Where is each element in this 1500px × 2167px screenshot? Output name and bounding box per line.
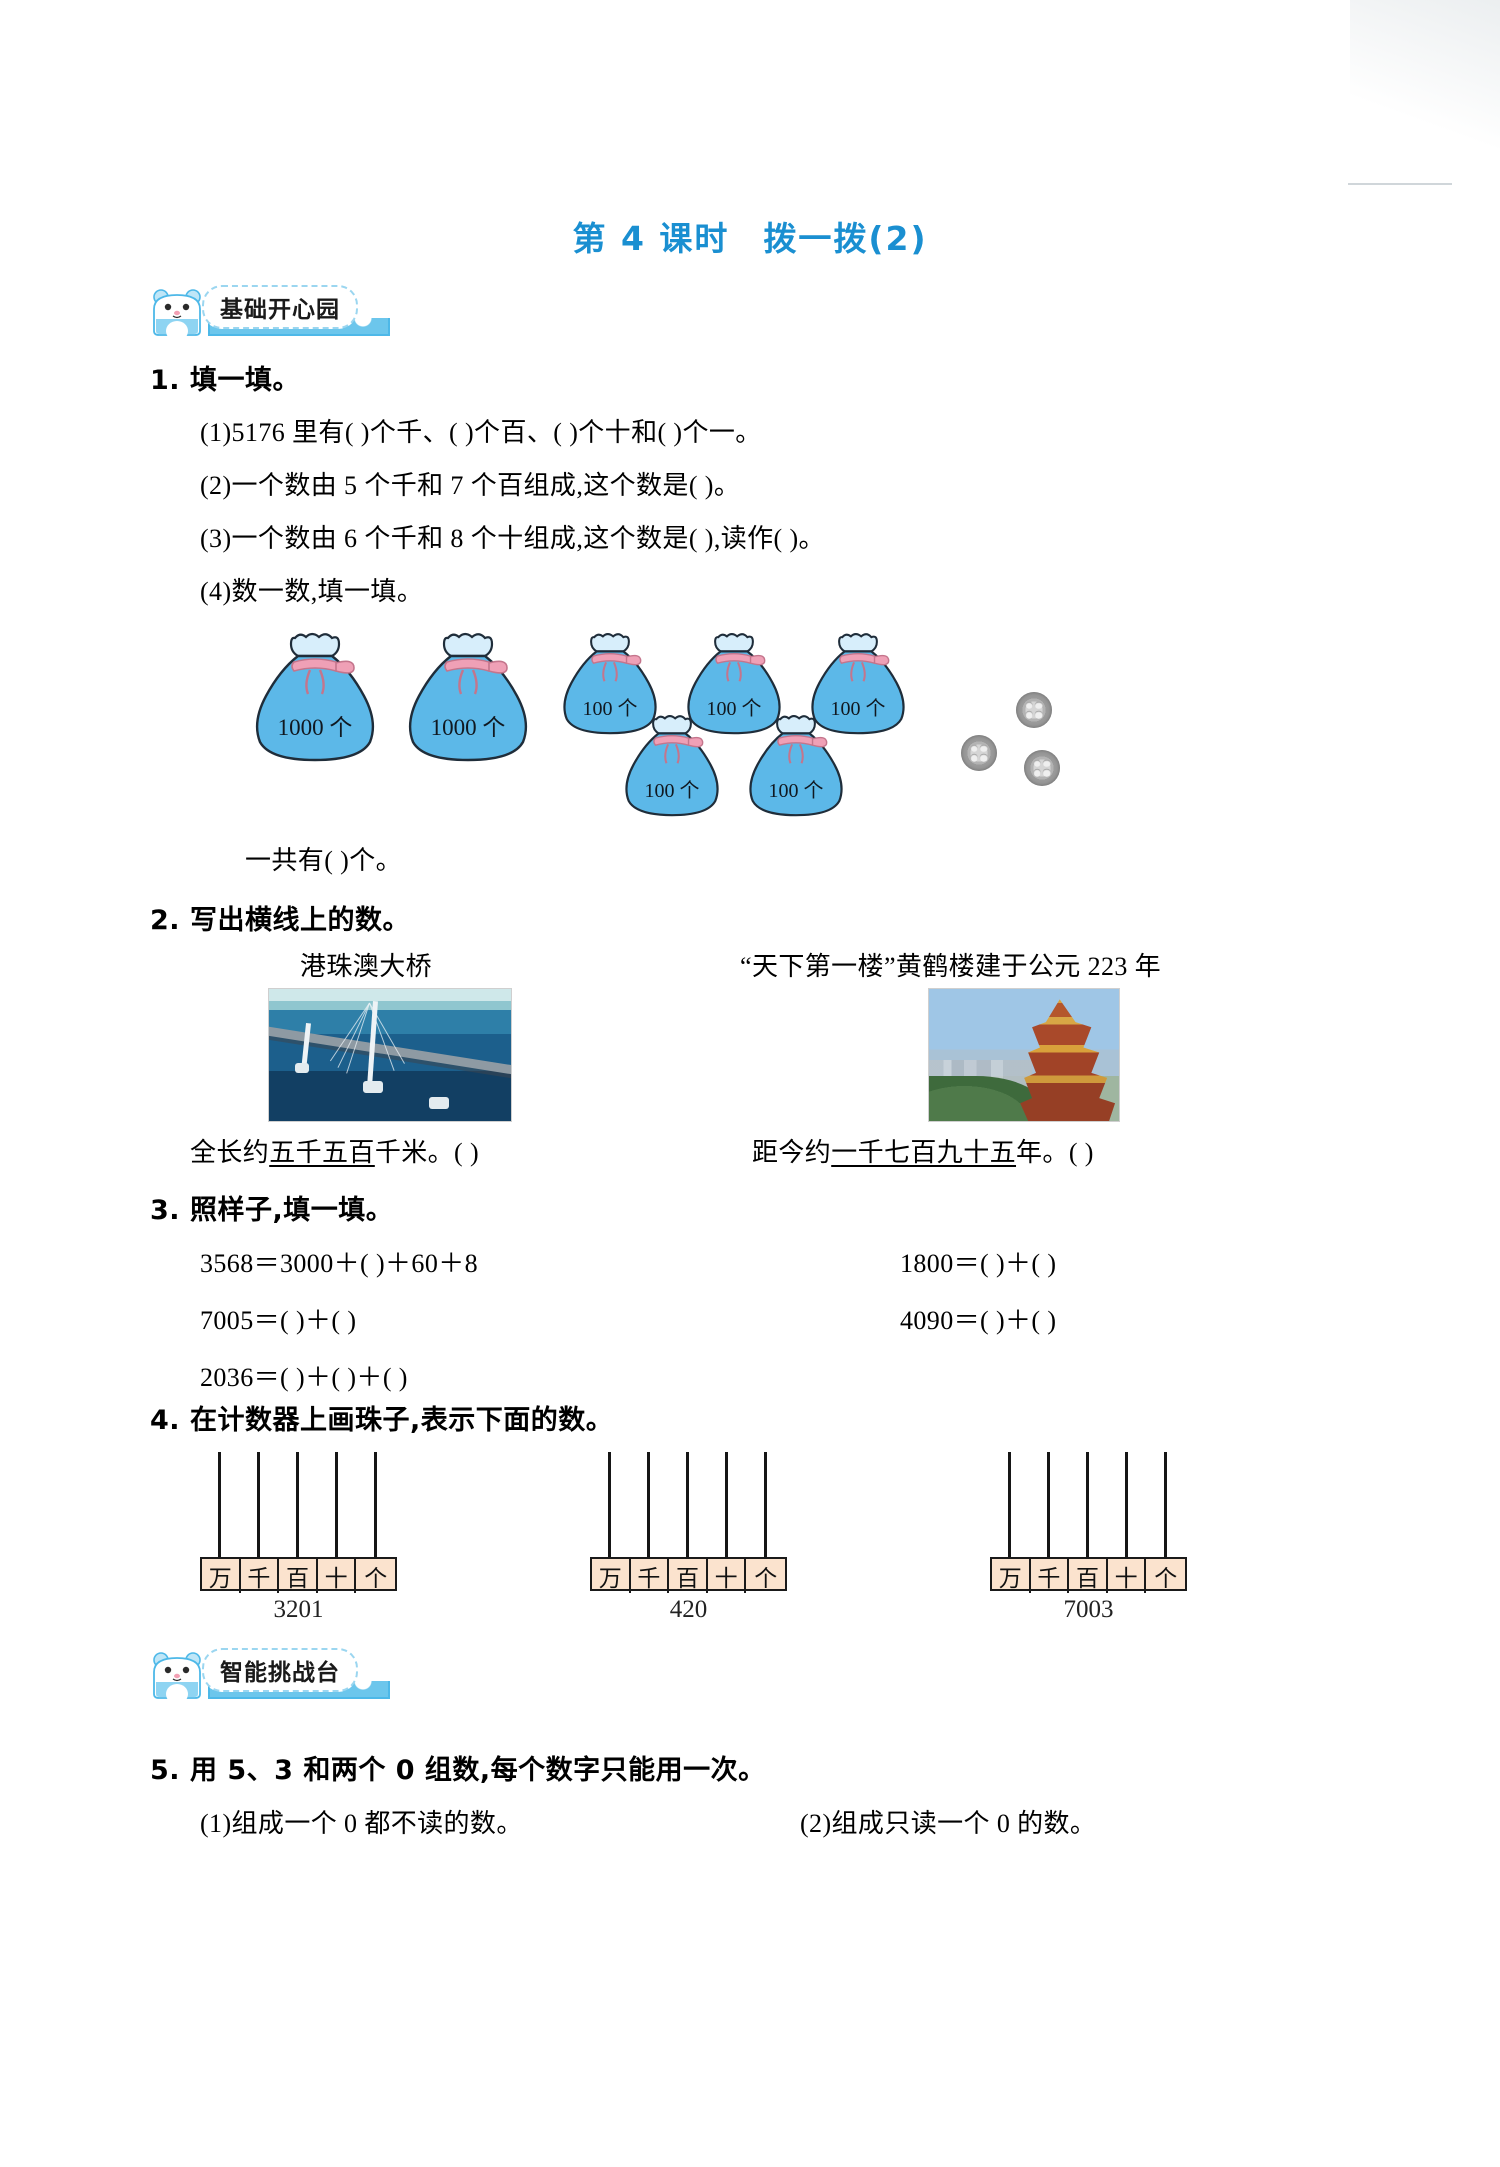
place-label-shi: 十 (1108, 1559, 1147, 1593)
counter-3-number: 7003 (1063, 1596, 1114, 1623)
left-sentence-suffix: 千米。( ) (374, 1138, 480, 1167)
question-2-heading: 2. 写出横线上的数。 (150, 905, 410, 936)
money-bag-icon (811, 633, 905, 735)
left-sentence-prefix: 全长约 (190, 1138, 270, 1167)
bear-mascot-icon (153, 289, 201, 337)
counter-rod (374, 1452, 377, 1559)
bag-100-5: 100 个 (737, 712, 855, 820)
bag-1000-1: 1000 个 (240, 630, 390, 765)
money-bag-icon (687, 633, 781, 735)
right-sentence-underlined: 一千七百九十五 (831, 1138, 1017, 1167)
button-coin-2 (961, 735, 997, 771)
money-bag-icon (255, 632, 375, 762)
counter-rod (296, 1452, 299, 1559)
counter-base-3: 万 千 百 十 个 (990, 1557, 1187, 1593)
bridge-pier (295, 1063, 309, 1073)
counter-rod (1125, 1452, 1128, 1559)
question-2-left-caption: 港珠澳大桥 (300, 952, 433, 981)
button-coin-3 (1024, 750, 1060, 786)
place-label-qian: 千 (241, 1559, 280, 1593)
yellow-crane-tower-photo (928, 988, 1120, 1122)
counter-rod (725, 1452, 728, 1559)
question-2-left-sentence: 全长约五千五百千米。( ) (190, 1132, 479, 1169)
question-1-item-1: (1)5176 里有( )个千、( )个百、( )个十和( )个一。 (200, 418, 762, 447)
button-holes (970, 744, 988, 762)
section-badge-label-basic: 基础开心园 (202, 285, 358, 329)
place-label-bai: 百 (669, 1559, 708, 1593)
right-sentence-suffix: 年。( ) (1016, 1138, 1094, 1167)
section-badge-label-challenge: 智能挑战台 (202, 1648, 358, 1692)
place-label-ge: 个 (364, 1566, 388, 1591)
bear-mascot-icon (153, 1652, 201, 1700)
bridge-pier (429, 1097, 449, 1109)
place-label-bai: 百 (279, 1559, 318, 1593)
question-2-right-caption: “天下第一楼”黄鹤楼建于公元 223 年 (740, 952, 1162, 981)
money-bag-icon (749, 715, 843, 817)
question-3-left-expr-3: 2036＝( )＋( )＋( ) (200, 1363, 408, 1392)
question-1-item-4: (4)数一数,填一填。 (200, 577, 424, 606)
question-1-item-3: (3)一个数由 6 个千和 8 个十组成,这个数是( ),读作( )。 (200, 524, 825, 553)
counter-1-number: 3201 (273, 1596, 324, 1623)
question-3-right-expr-1: 1800＝( )＋( ) (900, 1249, 1057, 1278)
counter-rod (1164, 1452, 1167, 1559)
counter-rod (764, 1452, 767, 1559)
place-label-qian: 千 (1031, 1559, 1070, 1593)
money-bag-icon (408, 632, 528, 762)
button-holes (1033, 759, 1051, 777)
question-3-left-expr-1: 3568＝3000＋( )＋60＋8 (200, 1249, 479, 1278)
place-label-ge: 个 (754, 1566, 778, 1591)
button-coin-1 (1016, 692, 1052, 728)
place-label-shi: 十 (318, 1559, 357, 1593)
scan-edge-line (1348, 183, 1452, 185)
money-bag-icon (563, 633, 657, 735)
page-title: 第 4 课时拨一拨(2) (0, 212, 1500, 260)
place-value-counter-1: 万 千 百 十 个 3201 (200, 1452, 410, 1623)
bag-100-4: 100 个 (613, 712, 731, 820)
pagoda-tower (1020, 999, 1116, 1121)
counter-2-number: 420 (669, 1596, 708, 1623)
place-value-counter-2: 万 千 百 十 个 420 (590, 1452, 800, 1623)
place-label-wan: 万 (992, 1559, 1031, 1593)
question-1-item-2: (2)一个数由 5 个千和 7 个百组成,这个数是( )。 (200, 471, 741, 500)
counter-base-2: 万 千 百 十 个 (590, 1557, 787, 1593)
counter-rod (218, 1452, 221, 1559)
money-bag-icon (625, 715, 719, 817)
counter-rod (686, 1452, 689, 1559)
place-label-ge: 个 (1154, 1566, 1178, 1591)
question-1-heading: 1. 填一填。 (150, 365, 300, 396)
hong-kong-zhuhai-macao-bridge-photo (268, 988, 512, 1122)
bag-1000-2: 1000 个 (393, 630, 543, 765)
page-title-topic: 拨一拨(2) (763, 219, 928, 258)
counter-rod (335, 1452, 338, 1559)
question-3-right-expr-2: 4090＝( )＋( ) (900, 1306, 1057, 1335)
place-label-shi: 十 (708, 1559, 747, 1593)
question-1-total-line: 一共有( )个。 (245, 846, 403, 875)
question-3-left-expr-2: 7005＝( )＋( ) (200, 1306, 357, 1335)
counter-rod (1008, 1452, 1011, 1559)
bridge-cable (346, 1002, 370, 1074)
question-3-heading: 3. 照样子,填一填。 (150, 1195, 394, 1226)
place-label-bai: 百 (1069, 1559, 1108, 1593)
place-label-wan: 万 (202, 1559, 241, 1593)
place-label-wan: 万 (592, 1559, 631, 1593)
page-title-lesson: 第 4 课时 (572, 219, 730, 258)
question-5-item-1: (1)组成一个 0 都不读的数。 (200, 1809, 523, 1838)
bridge-pier (363, 1081, 383, 1093)
question-5-item-2: (2)组成只读一个 0 的数。 (800, 1809, 1097, 1838)
right-sentence-prefix: 距今约 (752, 1138, 832, 1167)
question-2-right-sentence: 距今约一千七百九十五年。( ) (752, 1132, 1094, 1169)
scan-edge-tint (1350, 0, 1500, 190)
counter-base-1: 万 千 百 十 个 (200, 1557, 397, 1593)
place-label-qian: 千 (631, 1559, 670, 1593)
left-sentence-underlined: 五千五百 (269, 1138, 375, 1167)
counter-rod (647, 1452, 650, 1559)
place-value-counter-3: 万 千 百 十 个 7003 (990, 1452, 1200, 1623)
counter-rod (1086, 1452, 1089, 1559)
question-5-heading: 5. 用 5、3 和两个 0 组数,每个数字只能用一次。 (150, 1755, 766, 1786)
button-holes (1025, 701, 1043, 719)
counter-rod (257, 1452, 260, 1559)
counter-rod (608, 1452, 611, 1559)
question-4-heading: 4. 在计数器上画珠子,表示下面的数。 (150, 1405, 614, 1436)
counter-rod (1047, 1452, 1050, 1559)
